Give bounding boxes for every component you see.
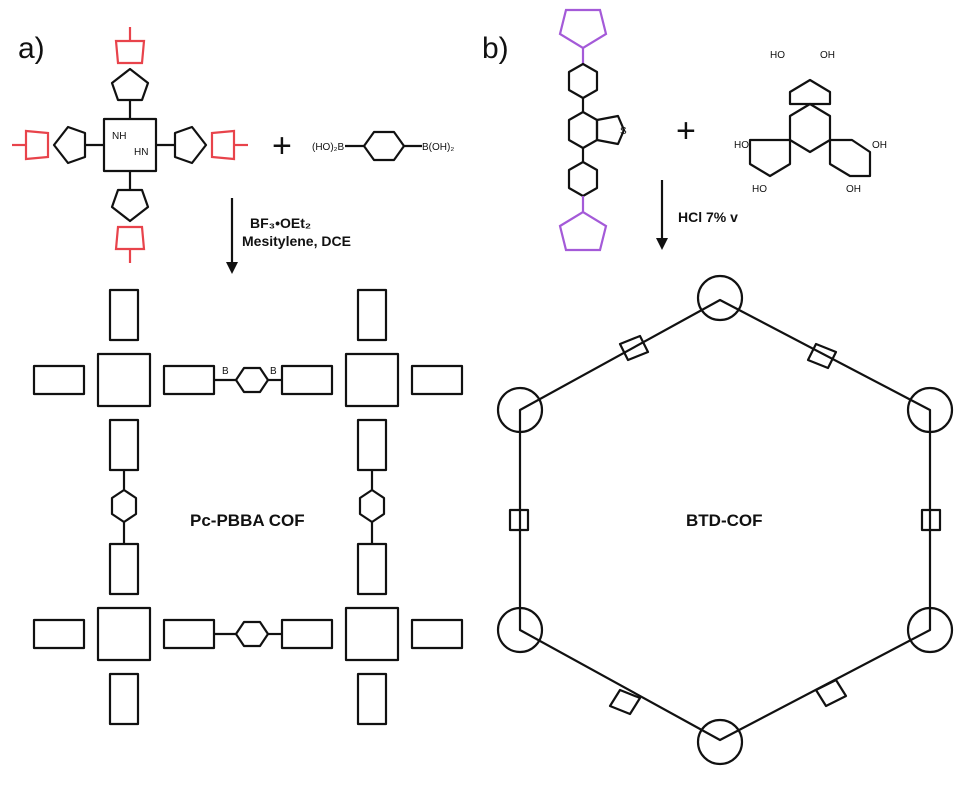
hhtp-monomer: HO OH HO OH HO OH <box>734 50 887 195</box>
plus-sign-a: + <box>272 127 292 165</box>
btd-linker-edge <box>814 678 848 708</box>
hhtp-vertex-bottom <box>696 718 744 766</box>
btd-linker-edge <box>608 688 642 716</box>
pc-node-top-left <box>32 288 216 472</box>
hydroxyl-label: OH <box>872 140 887 151</box>
btd-linker-edge <box>806 342 838 370</box>
panel-b: b) S + HO OH HO OH HO OH <box>482 8 954 766</box>
linker-bottom-horizontal <box>214 620 282 648</box>
reagent-b: HCl 7% v <box>678 209 738 225</box>
macrocycle-core <box>102 117 158 173</box>
linker-left-vertical <box>110 470 138 544</box>
hhtp-vertex-top <box>696 274 744 322</box>
boronic-acid-left-label: (HO)₂B <box>312 142 345 153</box>
nh-label: NH <box>112 131 126 142</box>
btd-linker-edge <box>508 508 530 532</box>
btd-linker-edge <box>618 334 650 362</box>
isoindole-arm-right <box>156 125 248 165</box>
plus-sign-b: + <box>676 112 696 150</box>
boronic-acid-right-label: B(OH)₂ <box>422 142 454 153</box>
reaction-arrow-a <box>226 198 238 274</box>
isoindole-arm-bottom <box>110 171 150 263</box>
hhtp-vertex-lower-right <box>906 606 954 654</box>
btd-cof-lattice <box>496 274 954 766</box>
phthalocyanine-monomer: NH HN <box>12 27 248 263</box>
pc-node-bottom-right <box>280 542 464 726</box>
panel-b-label: b) <box>482 32 509 65</box>
btd-diboronate-monomer: S <box>558 8 627 252</box>
isoindole-arm-top <box>110 27 150 119</box>
panel-a-label: a) <box>18 32 45 65</box>
linker-top-horizontal: B B <box>214 366 282 394</box>
isoindole-arm-left <box>12 125 104 165</box>
hydroxyl-label: OH <box>846 184 861 195</box>
hhtp-vertex-lower-left <box>496 606 544 654</box>
hydroxyl-label: OH <box>820 50 835 61</box>
hn-label: HN <box>134 147 148 158</box>
hexagonal-pore <box>518 298 932 742</box>
boron-label: B <box>222 366 229 377</box>
boron-label: B <box>270 366 277 377</box>
btd-linker-edge <box>920 508 942 532</box>
pc-pbba-cof-lattice: B B <box>32 288 464 726</box>
hydroxyl-label: HO <box>770 50 785 61</box>
hhtp-vertex-upper-left <box>496 386 544 434</box>
cof-name-a: Pc-PBBA COF <box>190 511 305 530</box>
pc-node-top-right <box>280 288 464 472</box>
cof-name-b: BTD-COF <box>686 511 762 530</box>
reaction-arrow-b <box>656 180 668 250</box>
hydroxyl-label: HO <box>752 184 767 195</box>
hydroxyl-label: HO <box>734 140 749 151</box>
panel-a: a) NH HN <box>12 27 464 726</box>
phenylene-diboronic-acid: (HO)₂B B(OH)₂ <box>312 130 454 162</box>
pc-node-bottom-left <box>32 542 216 726</box>
reagent-a-line2: Mesitylene, DCE <box>242 233 351 249</box>
linker-right-vertical <box>358 470 386 544</box>
sulfur-label: S <box>620 126 627 137</box>
reagent-a-line1: BF₃•OEt₂ <box>250 215 311 231</box>
hhtp-vertex-upper-right <box>906 386 954 434</box>
